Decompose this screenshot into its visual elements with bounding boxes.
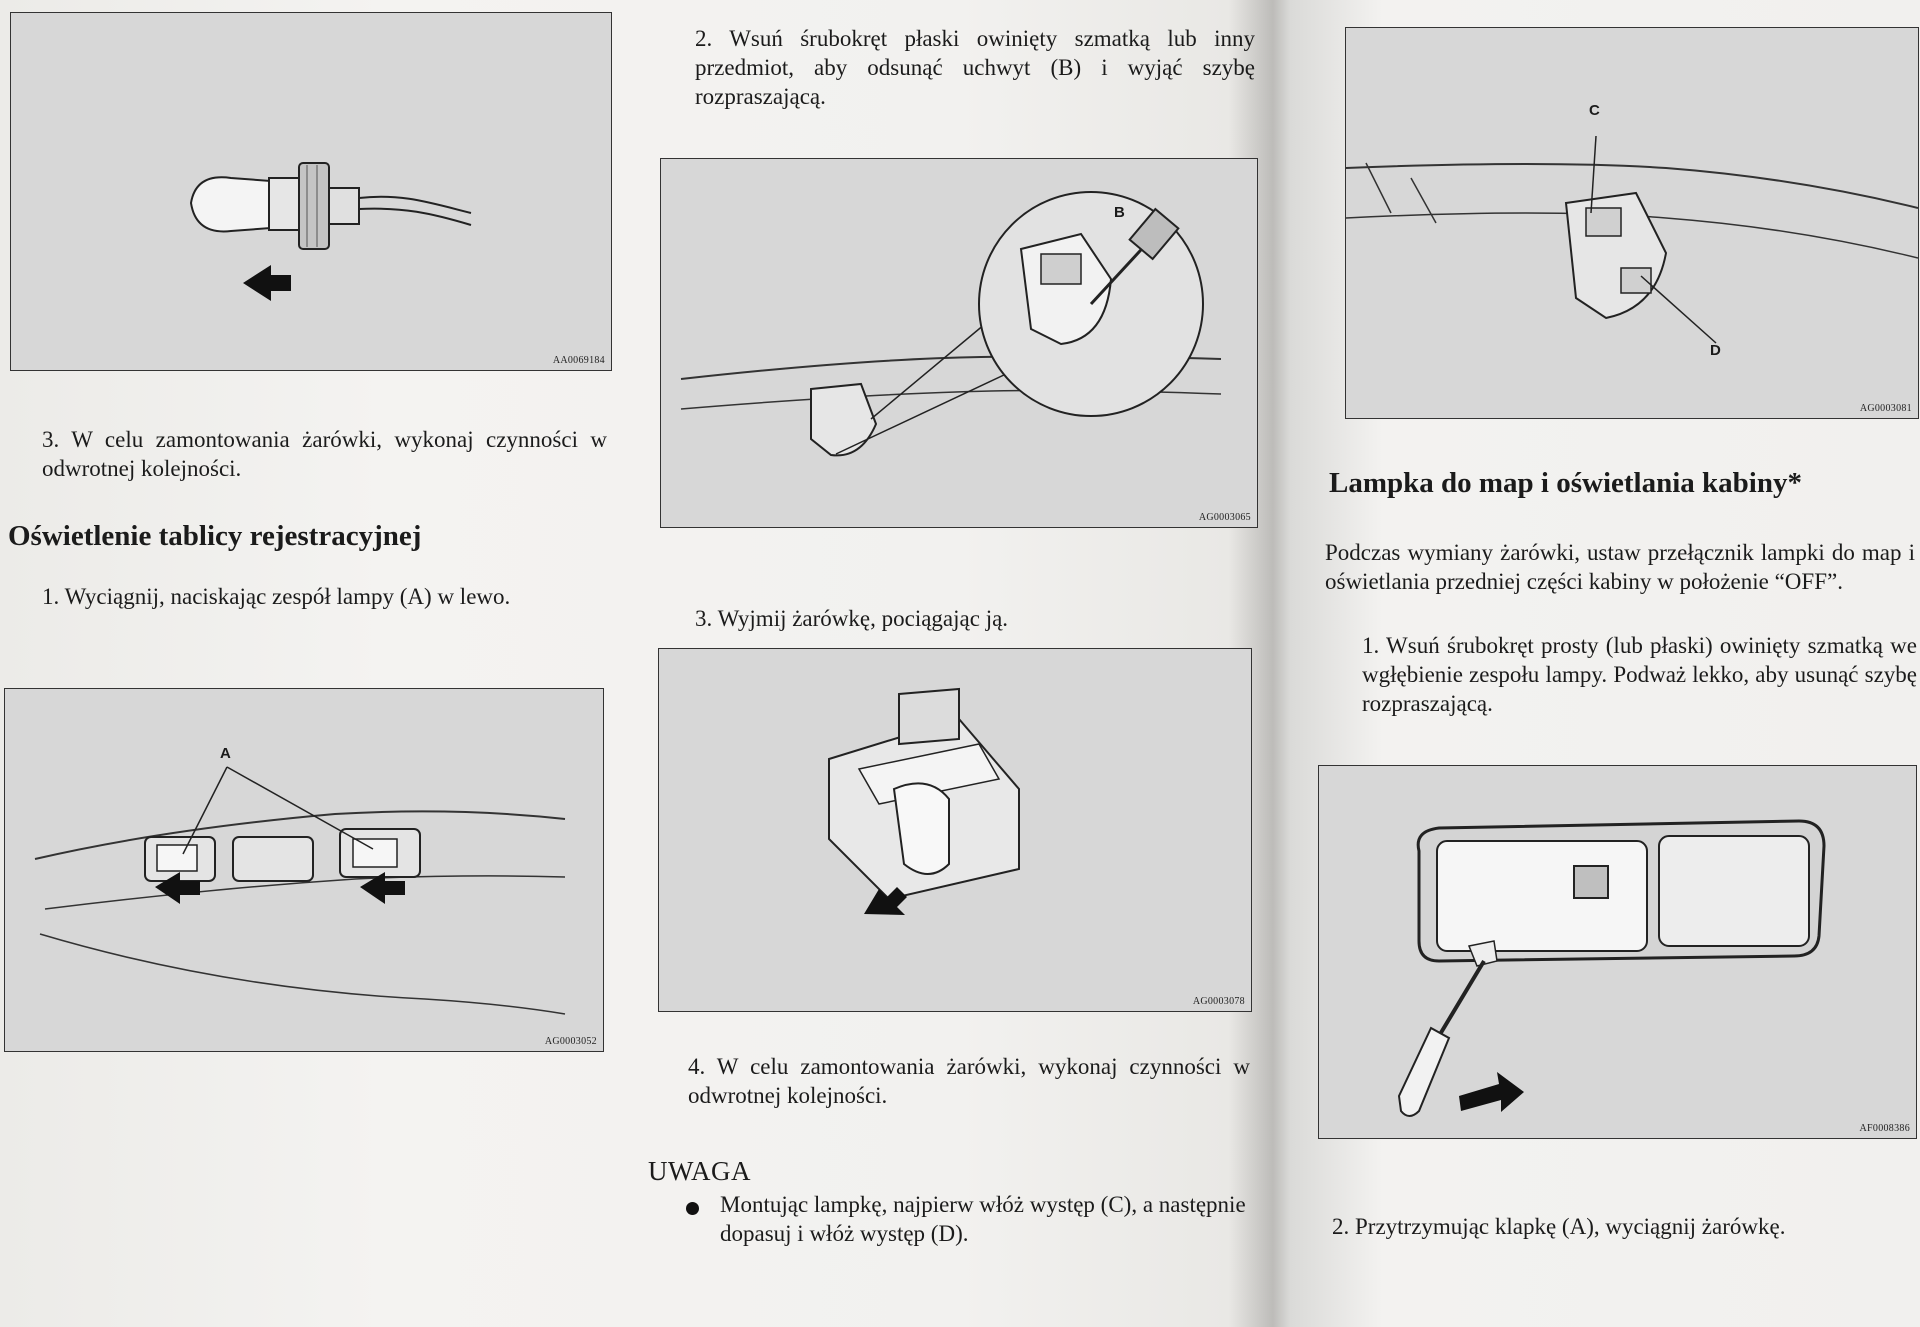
figure-code: AG0003052 [544,1036,597,1047]
note-title: UWAGA [648,1156,751,1186]
figure-code: AG0003081 [1859,403,1912,414]
label-c: C [1589,102,1600,119]
figure-code: AG0003065 [1198,512,1251,523]
label-b: B [1114,204,1125,221]
step-3-text: 3. W celu zamontowania żarówki, wykonaj … [42,427,607,481]
figure-code: AA0069184 [552,355,605,366]
lens-removal-illustration [680,191,1222,457]
bulb-removal-illustration [189,162,472,301]
figure-code: AF0008386 [1859,1123,1910,1134]
license-lamp-illustration [34,766,566,1015]
bulb-pull-illustration [828,687,1020,915]
label-a: A [220,745,231,762]
lens-removal-figure: B AG0003065 [660,158,1258,528]
step-2-text: 2. Wsuń śrubokręt płaski owinięty szmatk… [695,26,1255,109]
step-1-text: 1. Wyciągnij, naciskając zespół lampy (A… [42,584,511,609]
map-lamp-illustration [1397,819,1826,1117]
note-bullet-text: Montując lampkę, najpierw włóż występ (C… [720,1192,1246,1246]
lamp-tabs-figure: C D AG0003081 [1345,27,1919,419]
lamp-tabs-illustration [1346,135,1918,344]
license-lamp-figure: A AG0003052 [4,688,604,1052]
figure-code: AG0003078 [1192,996,1245,1007]
middle-page: 2. Wsuń śrubokręt płaski owinięty szmatk… [640,0,1265,1327]
bulb-removal-figure: AA0069184 [10,12,612,371]
section-heading: Oświetlenie tablicy rejestracyjnej [8,520,422,552]
map-lamp-figure: AF0008386 [1318,765,1917,1139]
right-page: C D AG0003081 Lampka do map i oświetlani… [1312,0,1920,1327]
step-3-text: 3. Wyjmij żarówkę, pociągając ją. [695,606,1009,631]
step-2-text: 2. Przytrzymując klapkę (A), wyciągnij ż… [1332,1214,1786,1239]
step-4-text: 4. W celu zamontowania żarówki, wykonaj … [688,1054,1250,1108]
bulb-pull-figure: AG0003078 [658,648,1252,1012]
label-d: D [1710,342,1721,359]
step-1-text: 1. Wsuń śrubokręt prosty (lub płaski) ow… [1362,633,1917,716]
left-page: AA0069184 3. W celu zamontowania żarówki… [0,0,625,1327]
intro-text: Podczas wymiany żarówki, ustaw przełączn… [1325,540,1915,594]
note-bullet-dot [686,1202,699,1215]
section-heading: Lampka do map i oświetlania kabiny* [1329,467,1802,499]
